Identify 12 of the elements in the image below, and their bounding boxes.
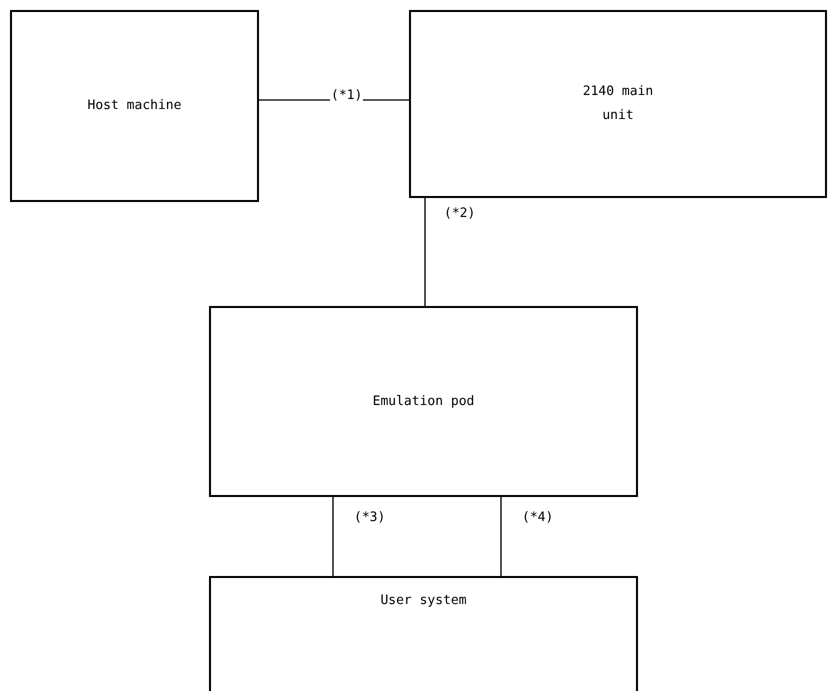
connector-line — [332, 497, 334, 576]
box-label: Emulation pod — [372, 392, 474, 410]
edge-label: (*1) — [330, 88, 364, 103]
box-label: Host machine — [88, 97, 182, 115]
process-box — [409, 10, 827, 198]
connector-line — [424, 198, 426, 306]
process-box — [209, 576, 638, 691]
process-box — [10, 10, 259, 202]
box-label: 2140 main unit — [582, 83, 654, 125]
process-box — [209, 306, 638, 497]
box-label: User system — [380, 592, 467, 610]
connector-line — [500, 497, 502, 576]
